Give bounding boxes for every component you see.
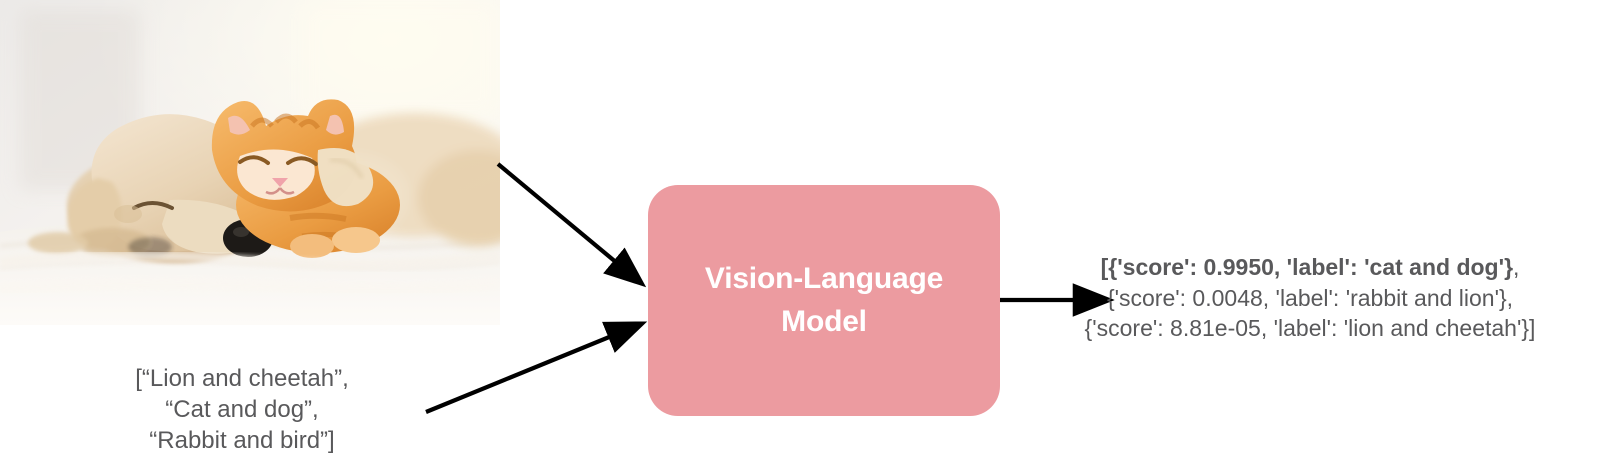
output-line-1: [{'score': 0.9950, 'label': 'cat and dog… xyxy=(1030,252,1590,283)
output-line-1-tail: , xyxy=(1513,254,1520,280)
input-photo-illustration xyxy=(0,0,500,325)
prompt-line-3: “Rabbit and bird”] xyxy=(149,427,335,455)
output-line-2: {'score': 0.0048, 'label': 'rabbit and l… xyxy=(1106,284,1514,311)
vision-language-model-box: Vision-Language Model xyxy=(648,185,1000,416)
output-line-1-bold: [{'score': 0.9950, 'label': 'cat and dog… xyxy=(1100,254,1514,280)
output-predictions: [{'score': 0.9950, 'label': 'cat and dog… xyxy=(1030,252,1590,344)
arrow-image-to-model xyxy=(496,162,647,288)
prompt-line-2: “Cat and dog”, xyxy=(165,396,319,424)
prompt-line-1: [“Lion and cheetah”, xyxy=(135,365,349,392)
prompt-list: [“Lion and cheetah”, “Cat and dog”, “Rab… xyxy=(92,363,392,457)
model-box-label: Vision-Language Model xyxy=(704,261,944,338)
input-photo xyxy=(0,0,500,325)
arrow-prompts-to-model xyxy=(425,321,648,414)
output-line-3: {'score': 8.81e-05, 'label': 'lion and c… xyxy=(1084,315,1536,342)
